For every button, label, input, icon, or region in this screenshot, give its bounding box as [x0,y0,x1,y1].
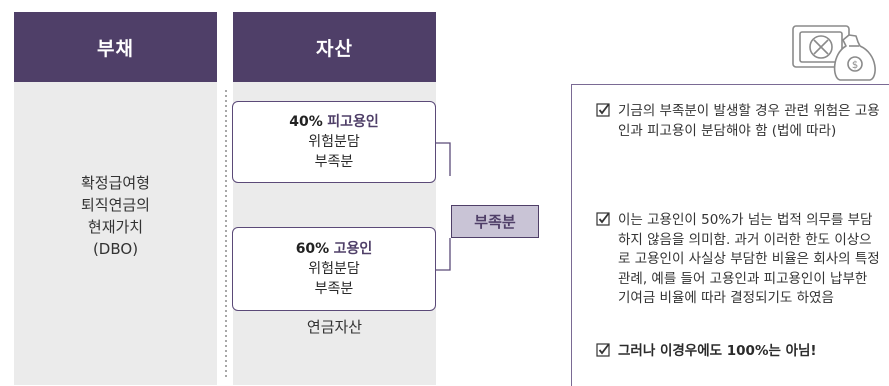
note-2-text: 이는 고용인이 50%가 넘는 법적 의무를 부담하지 않음을 의미함. 과거 … [618,212,880,306]
dbo-line-2: 퇴직연금의 [80,196,150,214]
deficit-tag: 부족분 [451,205,539,238]
employee-share-pct: 40% [289,114,323,130]
checkbox-checked-icon [596,103,610,117]
note-1: 기금의 부족분이 발생할 경우 관련 위험은 고용인과 피고용이 분담해야 함 … [596,102,881,141]
checkbox-checked-icon [596,343,610,357]
note-3: 그러나 이경우에도 100%는 아님! [596,342,881,362]
note-3-text: 그러나 이경우에도 100%는 아님! [618,343,817,359]
employer-label: 고용인 [333,241,373,257]
dbo-line-4: (DBO) [92,240,139,258]
employer-risk-box: 60% 고용인 위험분담 부족분 [232,227,436,311]
dbo-line-3: 현재가치 [87,218,144,236]
employee-risk-box: 40% 피고용인 위험분담 부족분 [232,101,436,183]
safe-money-bag-icon [792,25,876,81]
employee-risk-line2: 위험분담 [308,134,360,150]
employer-share-pct: 60% [295,241,330,257]
liabilities-header: 부채 [14,12,217,82]
employer-risk-line3: 부족분 [314,281,354,297]
checkbox-checked-icon [596,212,610,226]
note-1-text: 기금의 부족분이 발생할 경우 관련 위험은 고용인과 피고용이 분담해야 함 … [618,103,880,139]
dbo-label: 확정급여형 퇴직연금의 현재가치 (DBO) [14,172,217,260]
pension-assets-label: 연금자산 [306,318,363,336]
svg-text:$: $ [852,60,858,71]
dbo-line-1: 확정급여형 [80,174,150,192]
notes-panel: 기금의 부족분이 발생할 경우 관련 위험은 고용인과 피고용이 분담해야 함 … [571,84,889,386]
employer-risk-title: 60% 고용인 [296,239,373,259]
employee-risk-line3: 부족분 [314,154,354,170]
employee-label: 피고용인 [327,114,379,130]
assets-header: 자산 [233,12,436,82]
note-2: 이는 고용인이 50%가 넘는 법적 의무를 부담하지 않음을 의미함. 과거 … [596,211,881,309]
employer-risk-line2: 위험분담 [308,261,360,277]
employee-risk-title: 40% 피고용인 [289,112,379,132]
